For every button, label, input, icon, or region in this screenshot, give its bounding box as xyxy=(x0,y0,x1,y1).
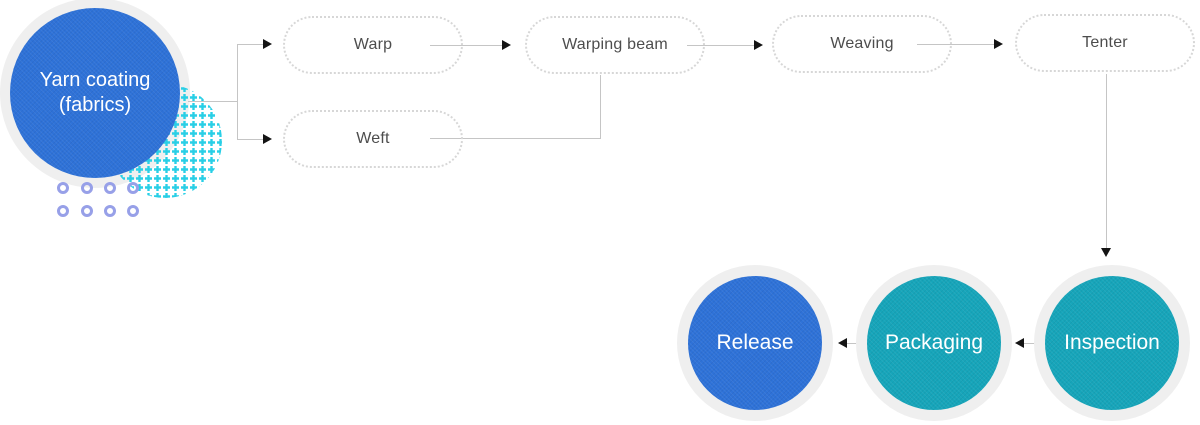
yarn-coating-line1: Yarn coating xyxy=(39,69,151,91)
ring-dot xyxy=(104,205,116,217)
ring-dot xyxy=(57,182,69,194)
connector-weft-horizontal xyxy=(430,138,601,139)
arrow-left-icon xyxy=(838,338,847,348)
ring-dot xyxy=(104,182,116,194)
node-packaging: Packaging xyxy=(867,276,1001,410)
node-warp: Warp xyxy=(283,16,463,74)
node-inspection-label: Inspection xyxy=(1064,331,1160,354)
node-weaving-label: Weaving xyxy=(830,35,894,52)
connector-source-stub xyxy=(188,101,237,102)
node-warping-beam-label: Warping beam xyxy=(562,36,668,53)
ring-dot xyxy=(127,205,139,217)
connector-inspection-to-packaging xyxy=(1024,343,1043,344)
node-packaging-label: Packaging xyxy=(884,331,984,354)
connector-weaving-to-tenter xyxy=(917,44,994,45)
connector-to-weft xyxy=(237,139,263,140)
connector-warping-beam-to-weaving xyxy=(687,45,754,46)
connector-tenter-to-inspection xyxy=(1106,74,1107,248)
connector-warp-to-warping-beam xyxy=(430,45,502,46)
node-release-label: Release xyxy=(716,331,794,354)
ring-dot xyxy=(81,182,93,194)
node-weft: Weft xyxy=(283,110,463,168)
node-inspection: Inspection xyxy=(1045,276,1179,410)
node-yarn-coating-label: Yarn coating (fabrics) xyxy=(40,68,151,118)
node-release: Release xyxy=(688,276,822,410)
node-tenter: Tenter xyxy=(1015,14,1195,72)
arrow-right-icon xyxy=(754,40,763,50)
node-tenter-label: Tenter xyxy=(1082,34,1128,51)
node-warping-beam: Warping beam xyxy=(525,16,705,74)
connector-to-warp xyxy=(237,44,263,45)
arrow-left-icon xyxy=(1015,338,1024,348)
ring-dot xyxy=(57,205,69,217)
ring-dot xyxy=(81,205,93,217)
node-weft-label: Weft xyxy=(356,130,390,147)
connector-weft-to-warping-beam xyxy=(600,75,601,139)
arrow-right-icon xyxy=(502,40,511,50)
connector-branch xyxy=(237,44,238,140)
arrow-right-icon xyxy=(994,39,1003,49)
ring-dot xyxy=(127,182,139,194)
node-warp-label: Warp xyxy=(353,36,393,53)
arrow-right-icon xyxy=(263,134,272,144)
node-yarn-coating: Yarn coating (fabrics) xyxy=(10,8,180,178)
node-weaving: Weaving xyxy=(772,15,952,73)
yarn-coating-line2: (fabrics) xyxy=(58,94,132,116)
arrow-right-icon xyxy=(263,39,272,49)
arrow-down-icon xyxy=(1101,248,1111,257)
